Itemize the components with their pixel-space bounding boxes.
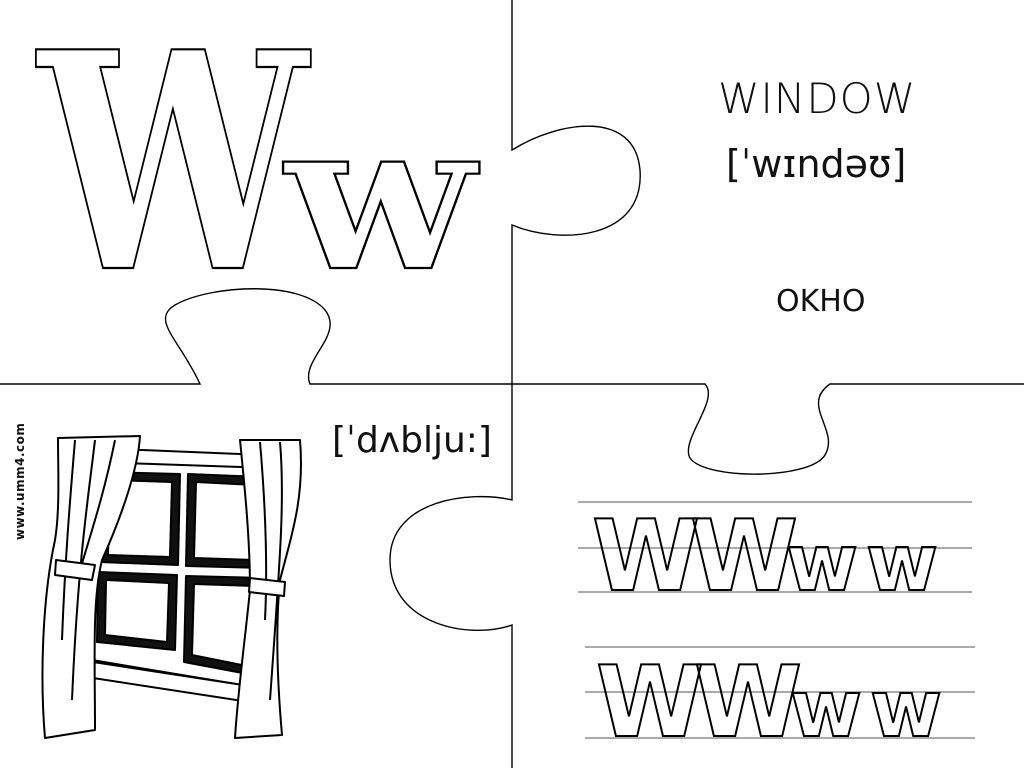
tracing-letter: W xyxy=(690,500,798,614)
tracing-row-1: W W w w xyxy=(591,499,939,615)
tracing-letter: W xyxy=(592,500,700,614)
tracing-letter: w xyxy=(866,519,938,609)
tracing-letter: W xyxy=(694,646,802,760)
tracing-letter: W xyxy=(596,646,704,760)
tracing-row-2: W W w w xyxy=(595,645,943,761)
letter-transcription: [ˈdʌblju:] xyxy=(332,420,492,461)
tracing-letter: w xyxy=(786,519,858,609)
tracing-letter: w xyxy=(790,665,862,755)
handwriting-guide-lines xyxy=(578,501,975,739)
uppercase-letter: W xyxy=(34,0,312,339)
lowercase-letter: w xyxy=(283,77,480,317)
site-credit: www.umm4.com xyxy=(13,422,27,540)
word-translation: OKHO xyxy=(776,284,866,319)
word-label: WINDOW xyxy=(718,74,917,123)
tracing-letter: w xyxy=(870,665,942,755)
word-transcription: [ˈwɪndəʊ] xyxy=(726,142,907,186)
